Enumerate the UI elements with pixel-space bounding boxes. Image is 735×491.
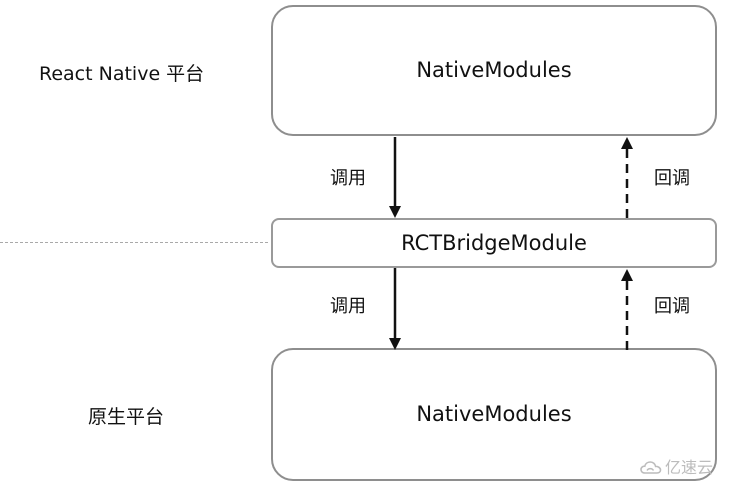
bridge-module-label: RCTBridgeModule bbox=[401, 230, 587, 255]
call-arrow-lower bbox=[389, 268, 401, 350]
callback-arrow-lower bbox=[621, 269, 633, 350]
call-arrow-upper bbox=[389, 137, 401, 218]
bottom-native-modules-box: NativeModules bbox=[271, 348, 717, 481]
cloud-logo-icon bbox=[640, 461, 662, 474]
callback-label-lower: 回调 bbox=[654, 296, 690, 317]
platform-divider bbox=[0, 242, 268, 243]
native-platform-label: 原生平台 bbox=[88, 406, 165, 428]
callback-arrow-upper bbox=[621, 137, 633, 218]
call-label-upper: 调用 bbox=[330, 168, 366, 189]
bottom-native-modules-label: NativeModules bbox=[416, 402, 572, 426]
watermark-text: 亿速云 bbox=[665, 458, 714, 477]
react-native-platform-label: React Native 平台 bbox=[39, 63, 205, 85]
call-label-lower: 调用 bbox=[330, 296, 366, 317]
top-native-modules-label: NativeModules bbox=[416, 58, 572, 82]
watermark: 亿速云 bbox=[640, 460, 713, 476]
callback-label-upper: 回调 bbox=[654, 168, 690, 189]
top-native-modules-box: NativeModules bbox=[271, 5, 717, 136]
bridge-module-box: RCTBridgeModule bbox=[271, 218, 717, 268]
